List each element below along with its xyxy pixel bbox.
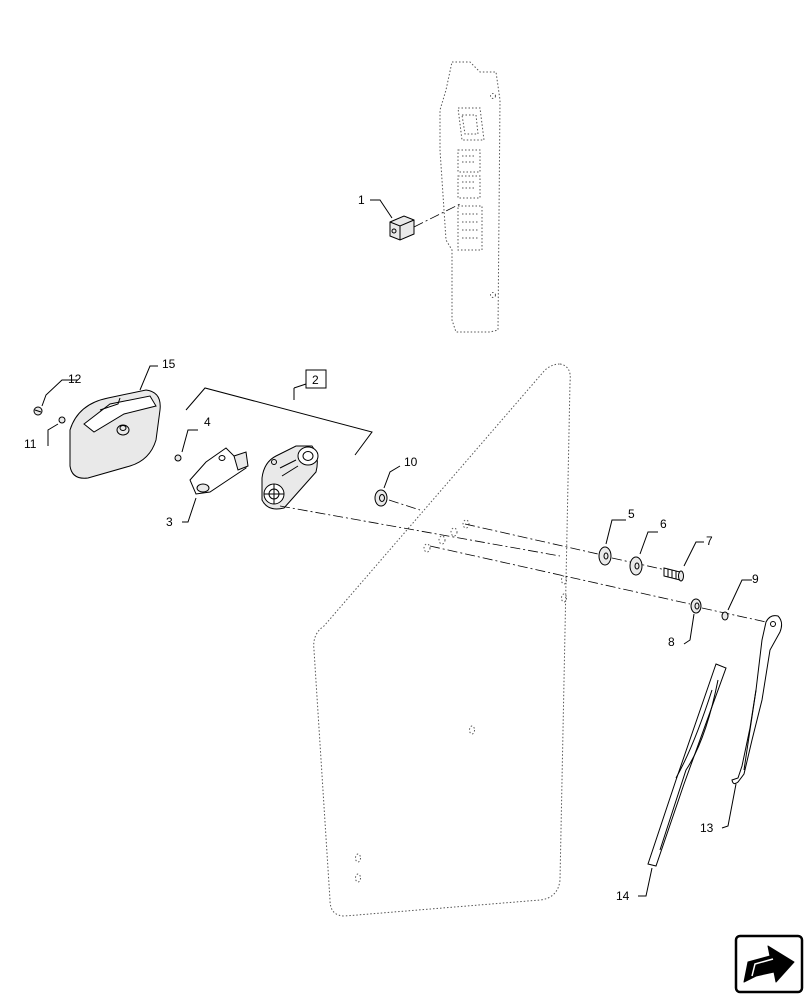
part-12-screw	[33, 406, 43, 416]
part-7-bolt	[663, 567, 684, 582]
callout-12: 12	[68, 372, 82, 386]
part-6-washer	[629, 556, 643, 576]
callout-13: 13	[700, 821, 714, 835]
assembly-callout-box	[305, 369, 327, 389]
callout-10: 10	[404, 455, 418, 469]
callout-8: 8	[668, 635, 675, 649]
part-9-nut	[721, 611, 729, 621]
part-13-wiper-arm	[731, 615, 783, 785]
callout-5: 5	[628, 507, 635, 521]
callout-6: 6	[660, 517, 667, 531]
callout-15: 15	[162, 357, 176, 371]
leader-lines	[41, 199, 752, 897]
next-page-arrow-icon[interactable]	[734, 934, 804, 994]
cab-pillar-ghost	[439, 61, 501, 333]
assembly-2-bracket	[185, 369, 373, 456]
callout-3: 3	[166, 515, 173, 529]
callout-7: 7	[706, 534, 713, 548]
callout-4: 4	[204, 415, 211, 429]
part-8-nut	[690, 598, 702, 614]
callout-1: 1	[358, 193, 365, 207]
part-11-screw	[58, 416, 66, 424]
part-14-wiper-blade	[647, 663, 727, 867]
callout-9: 9	[752, 572, 759, 586]
part-5-washer	[598, 546, 612, 566]
callout-numbers: 1 2 3 4 5 6 7 8 9 10 11 12 13 14 15	[24, 193, 759, 903]
part-4-screw	[174, 454, 182, 462]
callout-2: 2	[312, 373, 319, 387]
wiper-motor	[261, 445, 319, 510]
callout-14: 14	[616, 889, 630, 903]
door-glass-ghost	[313, 363, 571, 917]
callout-11: 11	[24, 437, 37, 451]
part-3-bracket	[189, 447, 249, 495]
part-15-cover	[69, 389, 161, 479]
part-10-grommet	[374, 489, 388, 507]
part-1-switch	[389, 202, 463, 241]
